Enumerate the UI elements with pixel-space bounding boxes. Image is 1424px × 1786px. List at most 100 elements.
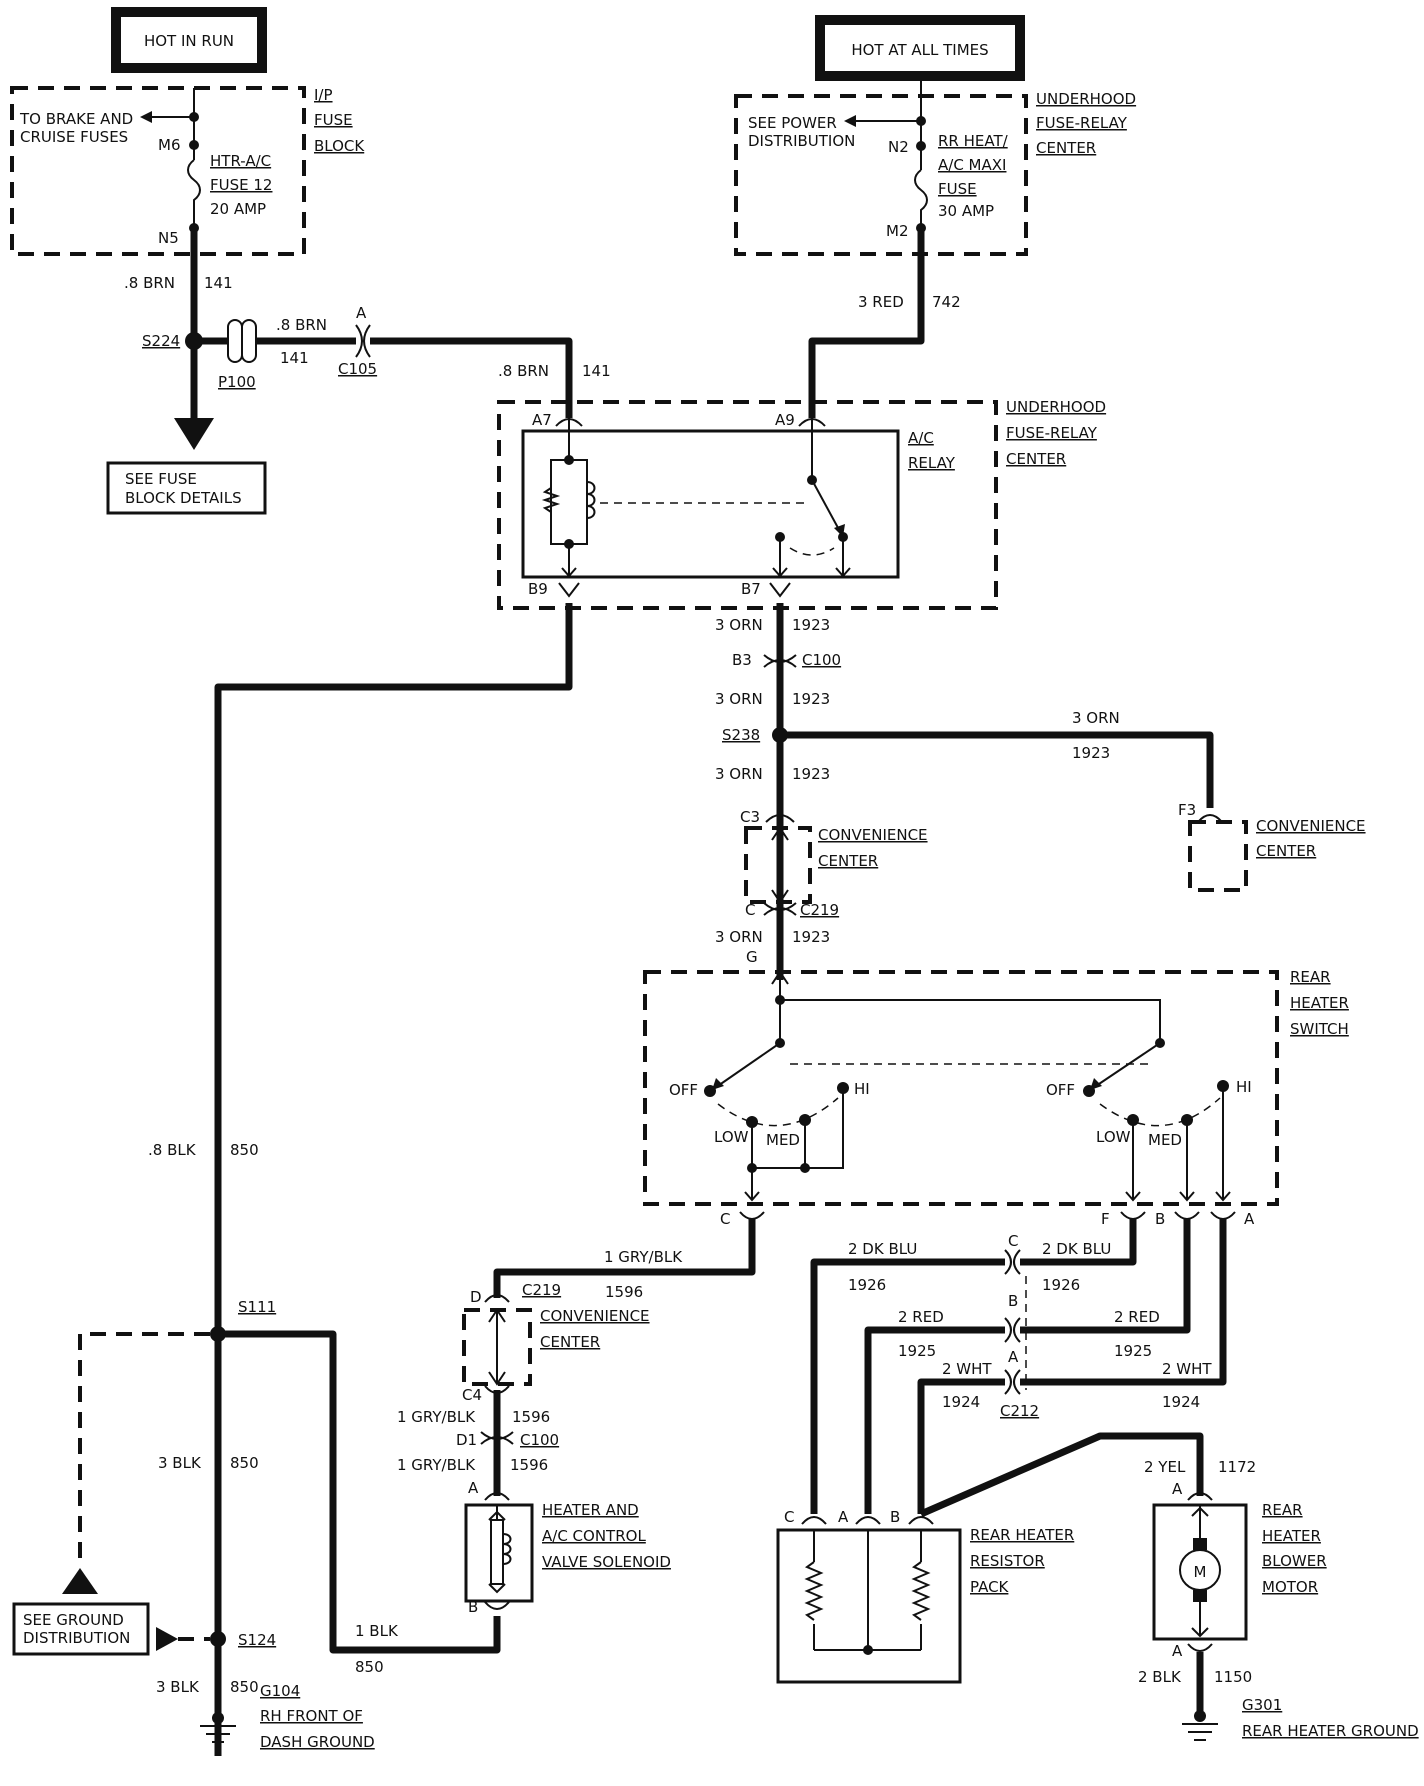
solenoid-arrow-up [488,1510,506,1521]
see-ground-text-2: DISTRIBUTION [23,1629,130,1647]
motor-brush-top [1193,1538,1207,1550]
see-fuse-block-arrow [174,418,214,450]
wire-1925-gauge-left: 2 RED [898,1308,944,1326]
wire-1925-circuit-left: 1925 [898,1342,936,1360]
convenience-center-mid-2: CENTER [818,852,878,870]
connector-c212: C212 [1000,1402,1039,1420]
wire-850-gauge: .8 BLK [148,1141,197,1159]
underhood-fuse-name-2: A/C MAXI [938,156,1006,174]
wire-1596-circuit-3: 1596 [510,1456,548,1474]
ip-fuse-element [187,159,201,228]
motor-arrow-up [1191,1506,1209,1517]
wire-1172 [919,1432,1204,1518]
convenience-center-low-2: CENTER [540,1333,600,1351]
underhood-fuse-pin-n2-dot [916,141,926,151]
connector-d-c219-symbol [484,1294,510,1303]
wire-1923-gauge-2: 3 ORN [715,690,763,708]
connector-switch-a: A [1244,1210,1255,1228]
wire-1596-circuit-2: 1596 [512,1408,550,1426]
wire-141-to-relay [370,337,573,418]
solenoid-arrow-down [488,1583,506,1594]
wire-141-gauge-2: .8 BRN [276,316,327,334]
solenoid-box [464,1503,534,1603]
connector-motor-a: A [1172,1480,1183,1498]
ground-g104-desc-1: RH FRONT OF [260,1707,363,1725]
ip-fuse-rating: 20 AMP [210,200,266,218]
rear-heater-switch-title-1: REAR [1290,968,1331,986]
see-ground-text-1: SEE GROUND [23,1611,124,1629]
connector-d1-bottom [480,1436,514,1445]
splice-s238: S238 [722,726,760,744]
connector-b9: B9 [528,580,548,598]
wire-1926-gauge-left: 2 DK BLU [848,1240,917,1258]
motor-symbol: M [1194,1563,1207,1581]
connector-c3: C3 [740,808,760,826]
wire-1923-circuit-1: 1923 [792,616,830,634]
connector-c105-pin: A [356,304,367,322]
wire-1926-pack [810,1258,1005,1514]
ac-relay-box [521,429,900,579]
pack-bus-dot [863,1645,873,1655]
wire-850-solenoid [218,1330,501,1654]
wire-141-gauge-3: .8 BRN [498,362,549,380]
ground-g104-desc-2: DASH GROUND [260,1733,375,1751]
wire-141-circuit-3: 141 [582,362,611,380]
underhood-fuse-title-1: UNDERHOOD [1036,90,1136,108]
connector-a7: A7 [532,411,552,429]
switch-right-hi-arrow [1215,1191,1231,1202]
wire-1923-circuit-branch: 1923 [1072,744,1110,762]
underhood-fuse-branch-arrow [844,115,856,127]
relay-b7-arrow [772,567,788,578]
wire-1925-gauge-right: 2 RED [1114,1308,1160,1326]
switch-right-off: OFF [1046,1081,1075,1099]
conv-low-arrow-up [488,1308,506,1323]
solenoid-title-2: A/C CONTROL [542,1527,646,1545]
switch-right-low-arrow [1125,1191,1141,1202]
switch-right-low: LOW [1096,1128,1131,1146]
solenoid-core [490,1519,504,1585]
wire-1925-pack [864,1326,1005,1514]
splice-s124-dot [210,1631,226,1647]
underhood-fuse-branch-text-1: SEE POWER [748,114,837,132]
wire-1923-gauge-3: 3 ORN [715,765,763,783]
wire-1923-gauge-1: 3 ORN [715,616,763,634]
connector-c105-symbol-b [363,324,371,358]
connector-b7: B7 [741,580,761,598]
connector-c212-b-right [1013,1317,1021,1343]
conv-mid-arrow-down [771,889,789,904]
connector-b7-symbol [769,582,791,598]
ip-fuse-name: HTR-A/C [210,152,271,170]
resistor-pack-title-3: PACK [970,1578,1010,1596]
rear-heater-switch-outline [643,970,1279,1206]
rear-heater-switch-title-2: HEATER [1290,994,1349,1012]
wire-1596-gauge-2: 1 GRY/BLK [397,1408,476,1426]
ground-g104: G104 [260,1682,300,1700]
switch-left-med: MED [766,1131,800,1149]
wire-1923-branch [780,731,1214,808]
see-ground-box [12,1602,150,1656]
see-ground-arrow-up [62,1568,98,1594]
wire-1923-circuit-2: 1923 [792,690,830,708]
pack-resistor-2 [911,1561,931,1621]
blower-motor-title-4: MOTOR [1262,1578,1318,1596]
connector-c212-c-left [1004,1249,1012,1275]
wire-1926-switch [1020,1218,1137,1266]
switch-left-blade-head [712,1078,724,1090]
ip-fuse-block-outline [10,86,306,256]
blower-motor-title-1: REAR [1262,1501,1303,1519]
connector-c105-symbol-a [355,324,363,358]
connector-c212-c-pin: C [1008,1232,1018,1250]
wire-850-circuit-2: 850 [230,1454,259,1472]
ip-fuse-pin-m6-dot [189,140,199,150]
solenoid-title-1: HEATER AND [542,1501,639,1519]
wire-850-gauge-2: 1 BLK [355,1622,399,1640]
connector-solenoid-b: B [468,1598,478,1616]
ground-g301-dot [1194,1710,1206,1722]
connector-solenoid-a-symbol [484,1492,510,1501]
connector-motor-a-symbol [1187,1492,1213,1501]
connector-pack-c: C [784,1508,794,1526]
see-fuse-block-text-2: BLOCK DETAILS [125,489,242,507]
wire-850-gauge-4: 3 BLK [156,1678,200,1696]
